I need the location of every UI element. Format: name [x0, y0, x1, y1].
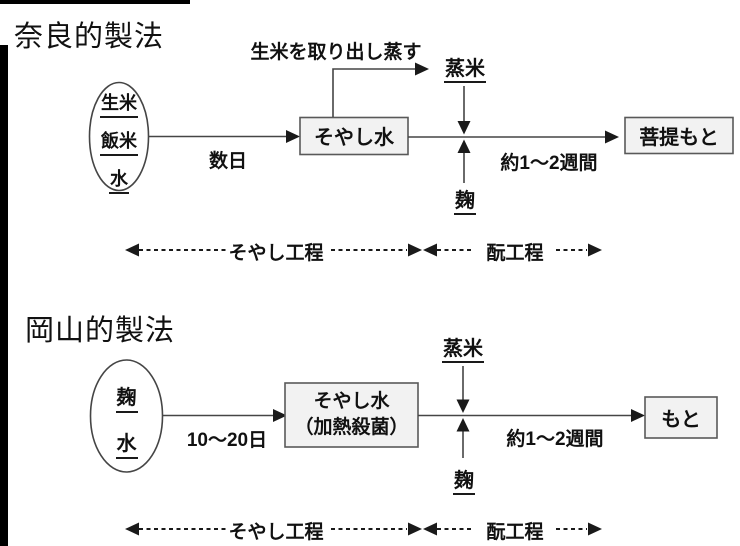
okayama-koji-label: 麹 — [445, 464, 483, 495]
okayama-steamedrice-label: 蒸米 — [436, 332, 490, 363]
okayama-arrow2-label: 約1～2週間 — [506, 429, 604, 450]
nara-source-ellipse — [88, 81, 150, 192]
nara-phase-arrow-mid-right — [408, 243, 422, 257]
nara-result-box-shape — [624, 116, 734, 155]
nara-koji-arrow-head — [457, 139, 471, 153]
nara-branch-line — [332, 68, 416, 117]
nara-arrow1-label: 数日 — [208, 151, 247, 172]
nara-steamedrice-arrow-head — [457, 121, 471, 135]
nara-phase-arrow-right — [588, 243, 602, 257]
nara-arrow2-head — [605, 130, 619, 144]
nara-source-line: 飯米 — [100, 127, 138, 156]
nara-phase-arrow-mid-left — [423, 243, 437, 257]
nara-method-title: 奈良的製法 — [14, 19, 165, 53]
nara-result-box-label: 菩提もと — [639, 126, 719, 149]
okayama-result-box-label: もと — [661, 409, 701, 431]
okayama-arrow1-head — [273, 409, 287, 422]
okayama-phase-arrow-right — [588, 522, 602, 536]
okayama-result-box-shape — [644, 396, 718, 439]
nara-source-line: 生米 — [100, 89, 138, 118]
top-accent-bar — [0, 0, 190, 4]
nara-process-box-label: そやし水 — [314, 127, 394, 149]
okayama-process-box-label: そやし水 （加熱殺菌） — [294, 390, 409, 438]
okayama-arrow2-head — [631, 409, 645, 422]
okayama-phase-arrow-mid-right — [408, 522, 422, 536]
nara-process-box-shape — [299, 116, 409, 156]
okayama-process-box-shape — [284, 382, 419, 448]
nara-source-line: 水 — [109, 165, 129, 194]
nara-phase-arrow-left — [125, 243, 139, 257]
nara-phase-right-label: 酛工程 — [486, 243, 544, 264]
okayama-phase-arrow-left — [125, 522, 139, 536]
okayama-phase-left-label: そやし工程 — [228, 522, 324, 543]
nara-branch-arrow-head — [415, 62, 429, 76]
nara-branch-note: 生米を取り出し蒸す — [250, 42, 422, 63]
okayama-source-line: 水 — [115, 427, 138, 459]
nara-arrow1-head — [286, 130, 300, 143]
okayama-source-node: 麹 水 — [91, 381, 162, 459]
okayama-source-line: 麹 — [115, 381, 138, 413]
left-accent-bar — [0, 45, 8, 546]
nara-arrow2-label: 約1～2週間 — [500, 153, 598, 174]
okayama-koji-arrow-head — [456, 418, 470, 432]
okayama-steamedrice-arrow-head — [456, 399, 470, 413]
okayama-phase-right-label: 酛工程 — [486, 522, 544, 543]
nara-phase-left-label: そやし工程 — [228, 243, 324, 264]
nara-koji-label: 麹 — [446, 184, 484, 215]
nara-steamedrice-label: 蒸米 — [438, 52, 492, 83]
okayama-method-title: 岡山的製法 — [25, 313, 176, 347]
okayama-source-ellipse — [89, 359, 164, 473]
nara-source-node: 生米 飯米 水 — [89, 89, 149, 194]
okayama-phase-arrow-mid-left — [423, 522, 437, 536]
okayama-arrow1-label: 10～20日 — [186, 430, 268, 451]
